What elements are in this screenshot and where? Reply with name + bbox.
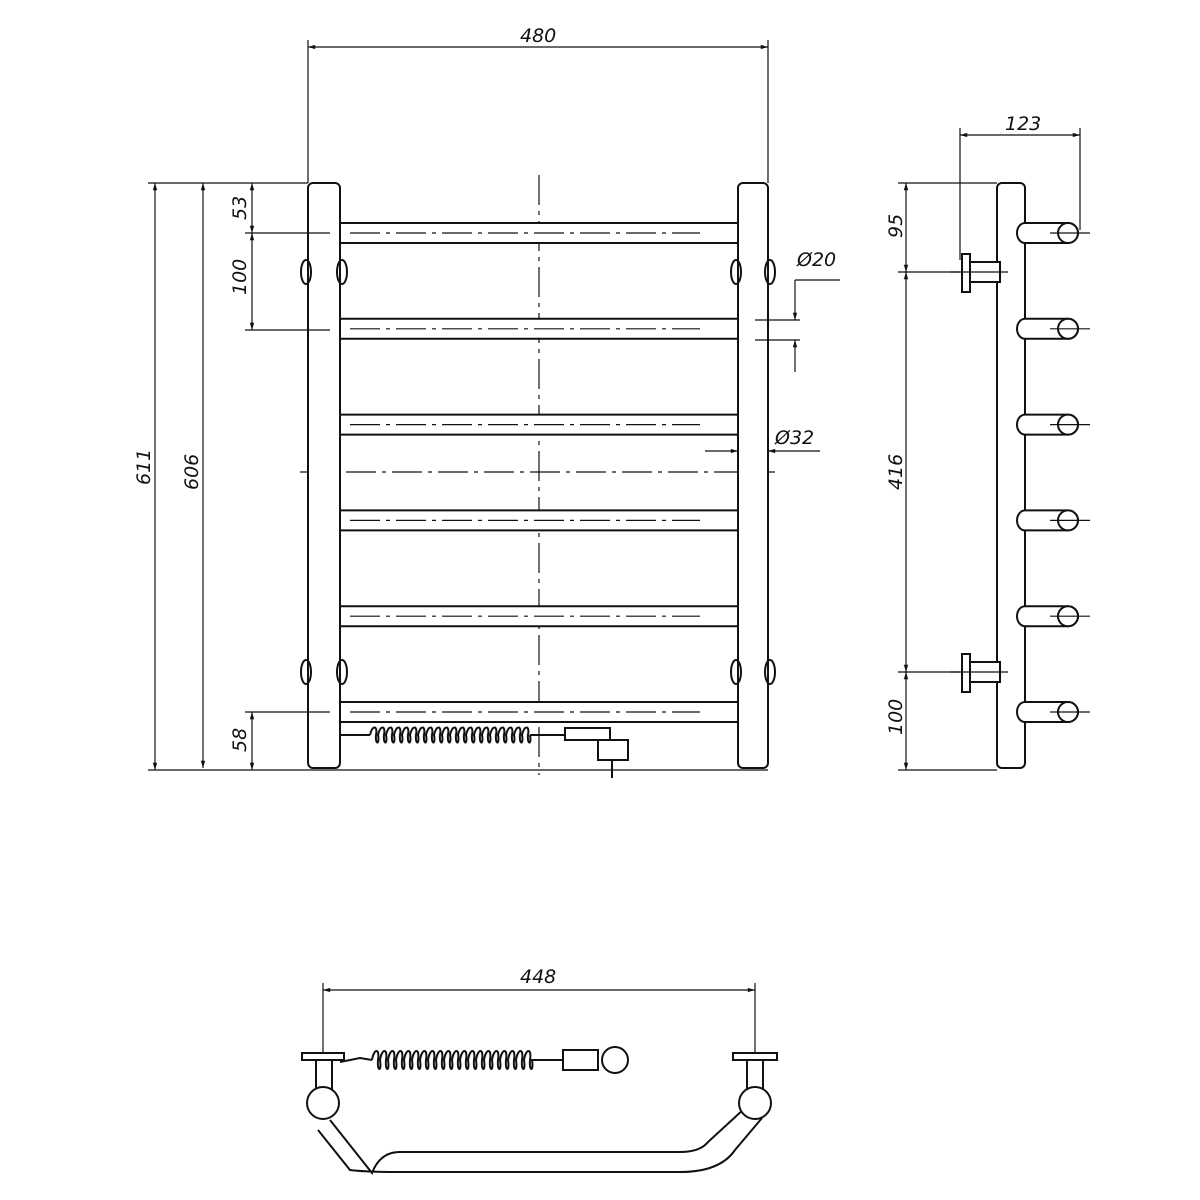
dim-416: 416 (885, 454, 907, 490)
side-mount-bottom (950, 653, 1008, 693)
front-view (300, 175, 776, 778)
side-mount-top (950, 253, 1008, 293)
dim-width-480: 480 (520, 25, 556, 47)
plug-icon-bottom (601, 1046, 629, 1074)
dim-depth-123: 123 (1005, 113, 1041, 135)
dim-448: 448 (520, 966, 556, 988)
bottom-mount-left (301, 1052, 345, 1061)
dim-100-bottom: 100 (885, 699, 907, 735)
plug-body (564, 727, 611, 741)
dim-95: 95 (885, 214, 907, 238)
plug-body-bottom (562, 1049, 599, 1071)
front-dimensions: 480 611 606 53 100 58 Ø20 Ø32 (133, 25, 840, 771)
plug-icon (597, 739, 629, 761)
power-cord (340, 726, 629, 778)
dim-height-611: 611 (133, 449, 155, 485)
wall-mounts (300, 259, 776, 685)
right-rail (737, 182, 769, 769)
dim-height-606: 606 (181, 454, 203, 490)
side-view: 123 95 416 100 (885, 113, 1090, 771)
dim-rail-diameter: Ø32 (774, 427, 814, 449)
side-rail (996, 182, 1026, 769)
dim-100: 100 (229, 259, 251, 295)
dim-58: 58 (229, 728, 251, 752)
dim-bar-diameter: Ø20 (796, 249, 836, 271)
left-rail (307, 182, 341, 769)
bottom-mount-right (732, 1052, 778, 1061)
towel-bars (322, 222, 756, 723)
bottom-view: 448 (301, 966, 778, 1175)
dim-53: 53 (229, 196, 251, 220)
